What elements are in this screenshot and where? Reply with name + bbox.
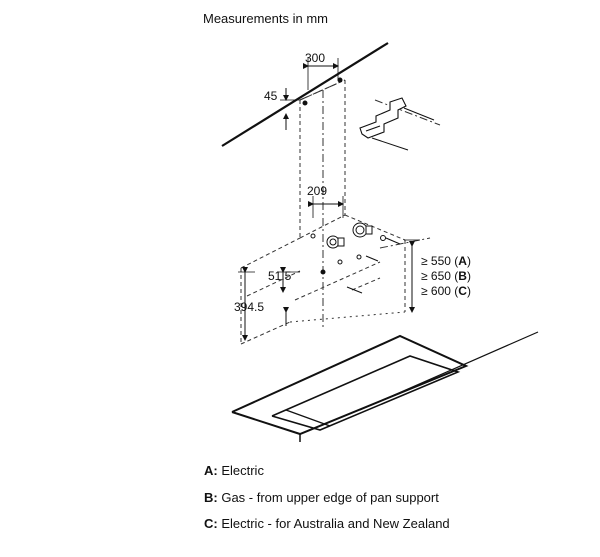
dim-394-5: 394.5 <box>234 267 289 341</box>
dim-51-5: 51.5 <box>268 267 300 293</box>
dim-45-label: 45 <box>264 89 278 103</box>
centre-lines <box>299 79 441 330</box>
dim-209-label: 209 <box>307 184 327 198</box>
dim-51-5-label: 51.5 <box>268 269 292 283</box>
dim-clearance <box>404 239 420 313</box>
clearance-c: ≥ 600 (C) <box>421 284 471 298</box>
legend-c: C: Electric - for Australia and New Zeal… <box>204 516 450 531</box>
dim-300-label: 300 <box>305 51 325 65</box>
connectors <box>310 222 401 294</box>
clearance-a: ≥ 550 (A) <box>421 254 471 268</box>
mounting-bracket <box>359 97 407 139</box>
dim-300: 300 <box>303 51 339 90</box>
dim-394-5-label: 394.5 <box>234 300 264 314</box>
cooktop <box>231 334 469 442</box>
dim-209: 209 <box>307 184 344 218</box>
diagram-title: Measurements in mm <box>203 11 328 26</box>
worktop-edge <box>359 331 539 411</box>
legend-a: A: Electric <box>204 463 264 478</box>
wall-screws <box>302 77 435 151</box>
dim-45: 45 <box>264 88 300 130</box>
clearance-b: ≥ 650 (B) <box>421 269 471 283</box>
ceiling-line <box>221 42 389 147</box>
legend-b: B: Gas - from upper edge of pan support <box>204 490 439 505</box>
